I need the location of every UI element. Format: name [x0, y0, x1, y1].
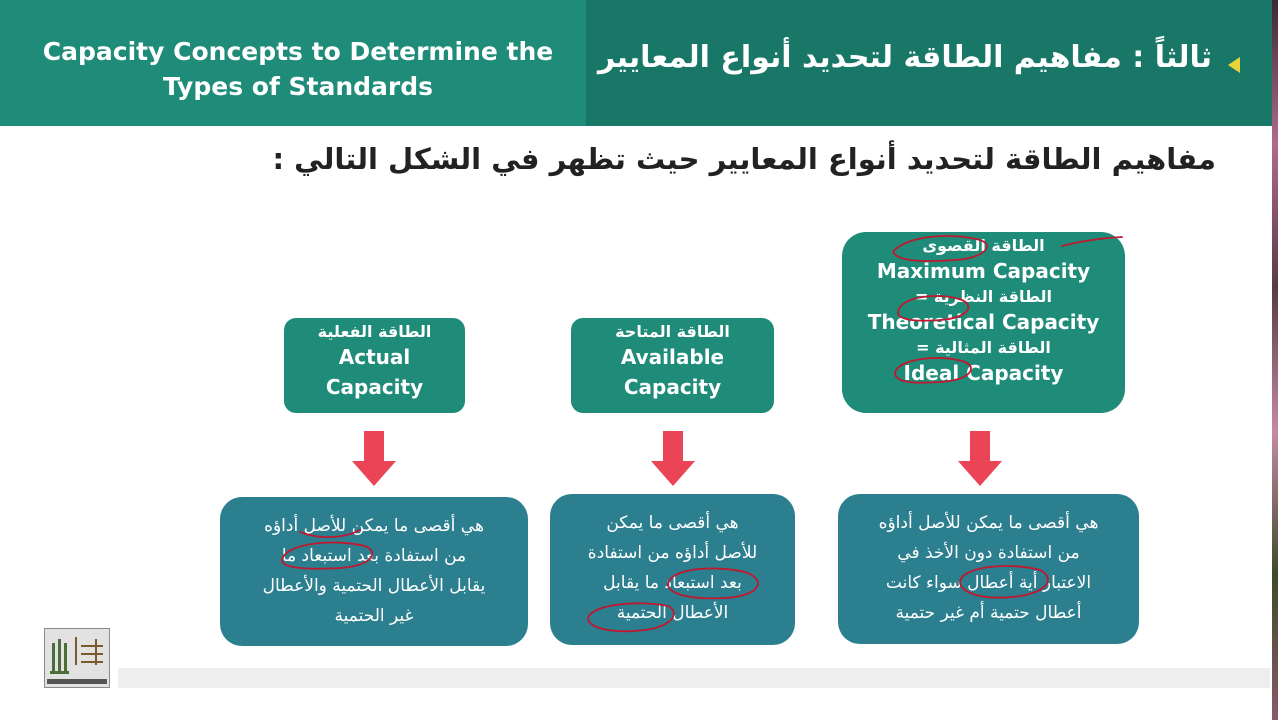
description-line: من استفادة دون الأخذ في [897, 543, 1080, 563]
description-line: الاعتبار أية أعطال سواء كانت [885, 573, 1092, 593]
side-image-strip [1272, 0, 1278, 720]
maximum-capacity-description: هي أقصى ما يمكن للأصل أداؤه من استفادة د… [838, 494, 1139, 644]
actual-capacity-box: الطاقة الفعلية Actual Capacity [284, 318, 465, 413]
available-capacity-description: هي أقصى ما يمكن للأصل أداؤه من استفادة ب… [550, 494, 795, 645]
bottom-progress-bar [118, 668, 1270, 688]
theoretical-capacity-en: Theoretical Capacity [867, 310, 1100, 334]
actual-capacity-en-1: Actual [338, 345, 411, 369]
available-capacity-en-2: Capacity [623, 375, 722, 399]
description-line: هي أقصى ما يمكن للأصل أداؤه [264, 516, 484, 536]
university-logo [44, 628, 110, 688]
description-line: هي أقصى ما يمكن [606, 513, 739, 533]
description-line: يقابل الأعطال الحتمية والأعطال [262, 576, 486, 596]
actual-capacity-en-2: Capacity [325, 375, 424, 399]
down-arrow-icon [651, 431, 695, 486]
maximum-capacity-box: الطاقة القصوى Maximum Capacity الطاقة ال… [842, 232, 1125, 413]
ideal-capacity-en: Ideal Capacity [903, 361, 1064, 385]
maximum-capacity-en: Maximum Capacity [876, 259, 1091, 283]
description-line: للأصل أداؤه من استفادة [587, 543, 758, 563]
description-line: هي أقصى ما يمكن للأصل أداؤه [878, 513, 1099, 533]
ideal-capacity-ar: الطاقة المثالية = [916, 338, 1051, 357]
available-capacity-ar: الطاقة المتاحة [615, 322, 730, 341]
description-line: غير الحتمية [334, 606, 414, 626]
description-line: الأعطال الحتمية [616, 603, 729, 623]
logo-emblem-icon [45, 629, 109, 687]
english-title-line-1: Capacity Concepts to Determine the [42, 37, 554, 66]
description-line: من استفادة بعد استبعاد ما [281, 546, 467, 566]
available-capacity-box: الطاقة المتاحة Available Capacity [571, 318, 774, 413]
header-left-panel [0, 0, 586, 126]
theoretical-capacity-ar: الطاقة النظرية = [914, 287, 1053, 306]
down-arrow-icon [958, 431, 1002, 486]
arabic-title: ثالثاً : مفاهيم الطاقة لتحديد أنواع المع… [597, 40, 1212, 75]
actual-capacity-ar: الطاقة الفعلية [317, 322, 432, 341]
down-arrow-icon [352, 431, 396, 486]
maximum-capacity-ar: الطاقة القصوى [922, 236, 1045, 255]
actual-capacity-description: هي أقصى ما يمكن للأصل أداؤه من استفادة ب… [220, 497, 528, 646]
available-capacity-en-1: Available [620, 345, 725, 369]
header-right-panel [586, 0, 1272, 126]
slide-subtitle: مفاهيم الطاقة لتحديد أنواع المعايير حيث … [272, 142, 1216, 176]
description-line: بعد استبعاد ما يقابل [603, 573, 742, 593]
bullet-triangle-icon [1228, 57, 1240, 73]
english-title: Capacity Concepts to Determine the Types… [40, 34, 556, 104]
description-line: أعطال حتمية أم غير حتمية [895, 603, 1082, 623]
english-title-line-2: Types of Standards [162, 72, 434, 101]
